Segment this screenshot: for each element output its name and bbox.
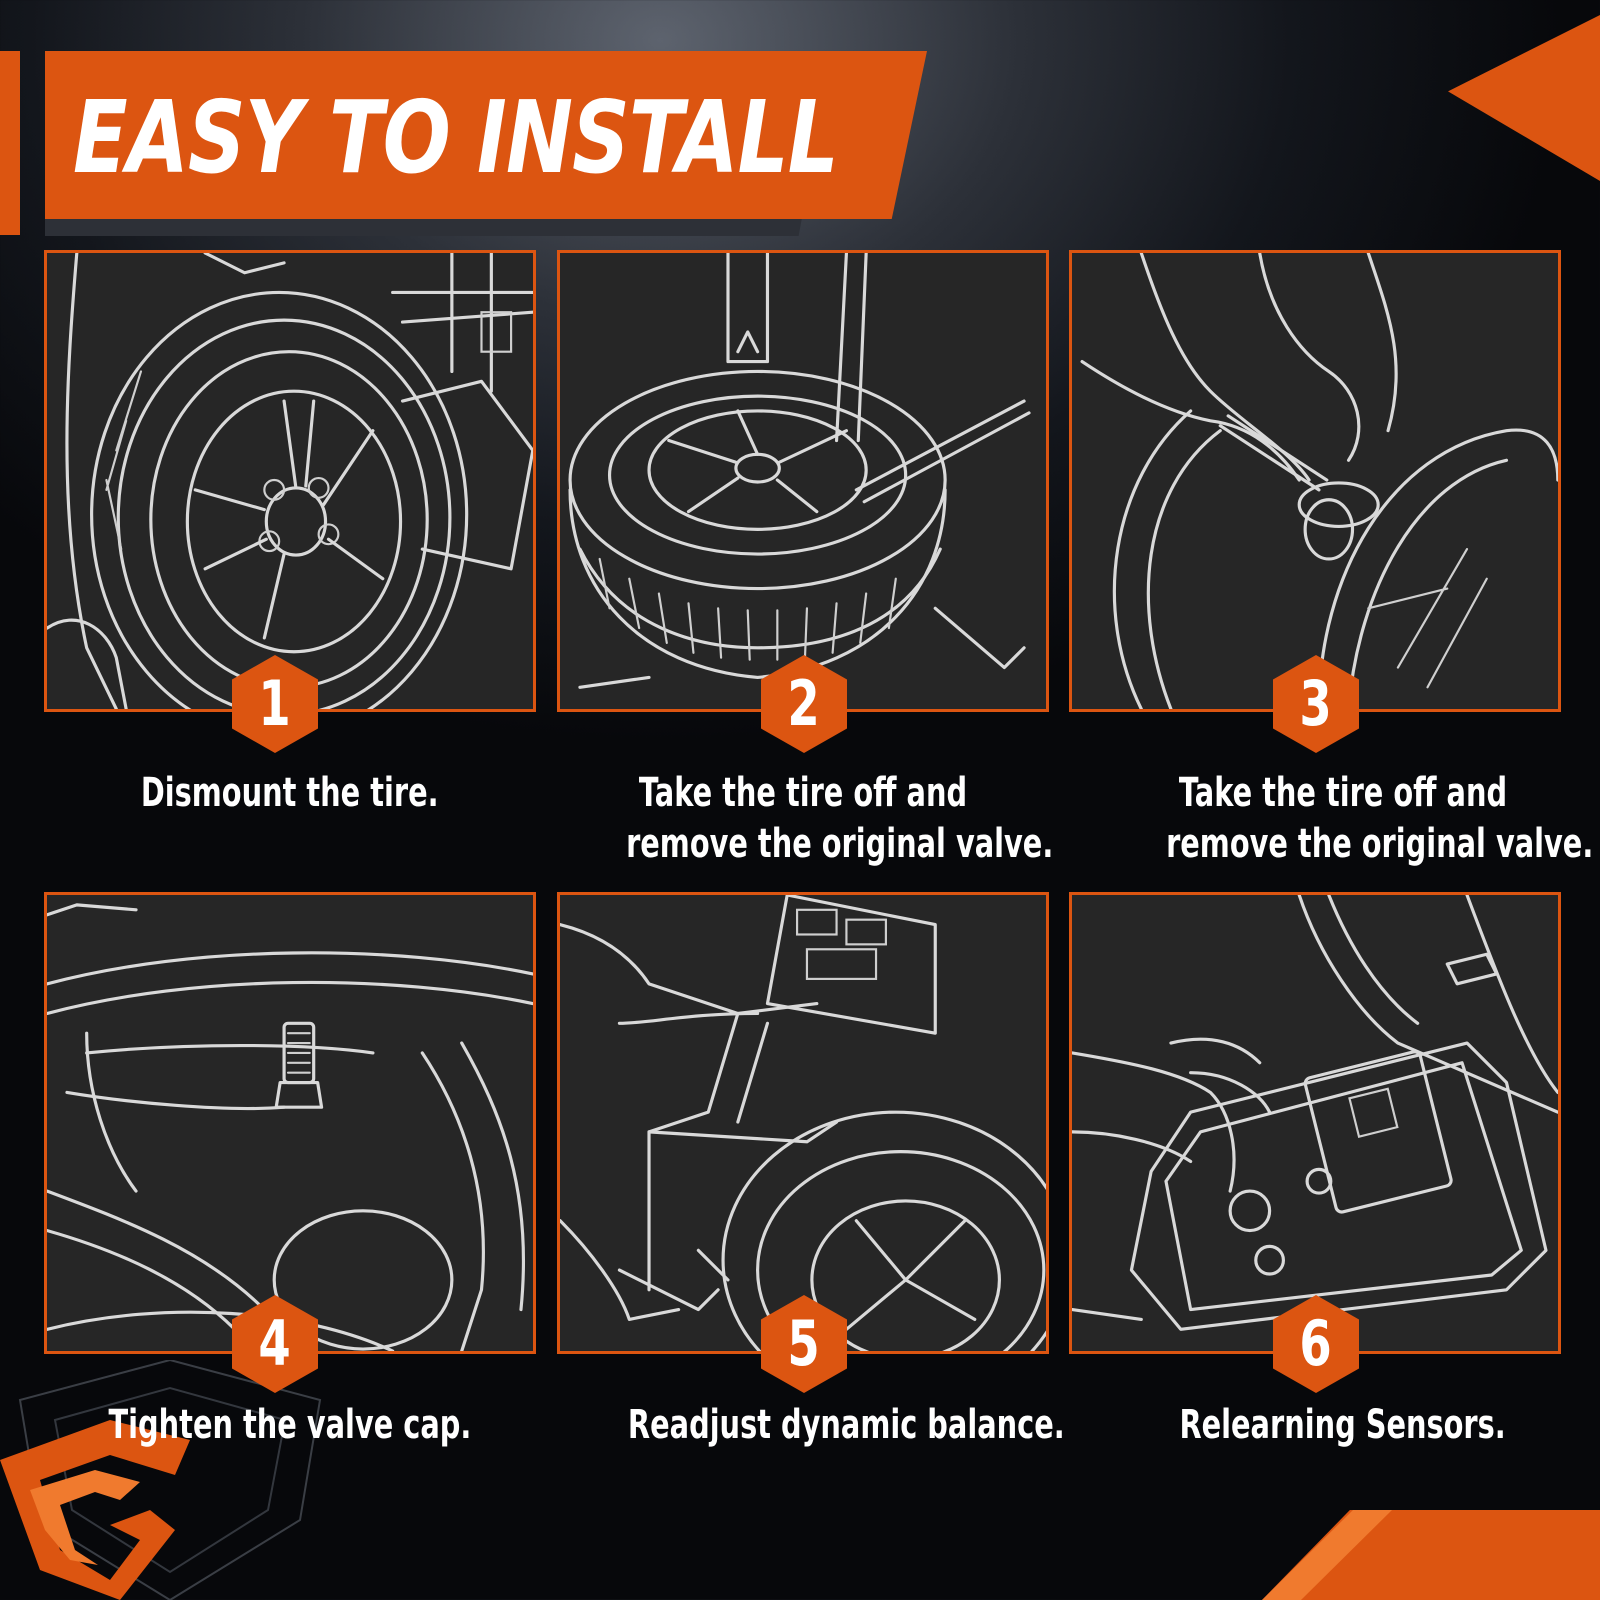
corner-triangle-decoration [1448,15,1600,181]
step-6-panel [1069,892,1561,1354]
tpms-tool-illustration [1072,895,1558,1331]
step-5-panel [557,892,1049,1354]
caption-line: Relearning Sensors. [1179,1402,1507,1448]
page-title: EASY TO INSTALL [73,79,839,196]
step-4-caption: Tighten the valve cap. [30,1400,550,1451]
step-number: 2 [787,667,821,740]
caption-line: Dismount the tire. [141,770,439,816]
step-6-caption: Relearning Sensors. [1083,1400,1600,1451]
tire-on-changer-illustration [47,253,533,709]
step-2-caption: Take the tire off and remove the origina… [543,768,1063,870]
step-6-badge: 6 [1273,1295,1359,1393]
caption-line: Take the tire off and [1178,770,1508,816]
valve-cap-illustration [47,903,533,1351]
caption-line: Tighten the valve cap. [108,1402,472,1448]
valve-removal-illustration [1080,253,1558,709]
step-3-caption: Take the tire off and remove the origina… [1083,768,1600,870]
step-4-badge: 4 [232,1295,318,1393]
caption-line: remove the original valve. [626,821,1054,867]
wheel-balancer-illustration [560,895,1046,1351]
tire-bead-breaker-illustration [568,253,1031,689]
title-banner [45,51,927,219]
caption-line: Take the tire off and [638,770,968,816]
step-3-panel [1069,250,1561,712]
step-5-caption: Readjust dynamic balance. [543,1400,1065,1451]
step-1-caption: Dismount the tire. [30,768,550,819]
step-number: 3 [1299,667,1333,740]
step-number: 1 [258,667,292,740]
step-4-panel [44,892,536,1354]
step-number: 4 [258,1307,292,1380]
step-2-panel [557,250,1049,712]
caption-line: remove the original valve. [1166,821,1594,867]
step-number: 6 [1299,1307,1333,1380]
step-5-badge: 5 [761,1295,847,1393]
step-number: 5 [787,1307,821,1380]
shield-logo-icon [0,1420,190,1600]
accent-bar-left [0,51,20,235]
caption-line: Readjust dynamic balance. [627,1402,1065,1448]
step-3-badge: 3 [1273,655,1359,753]
step-1-panel [44,250,536,712]
